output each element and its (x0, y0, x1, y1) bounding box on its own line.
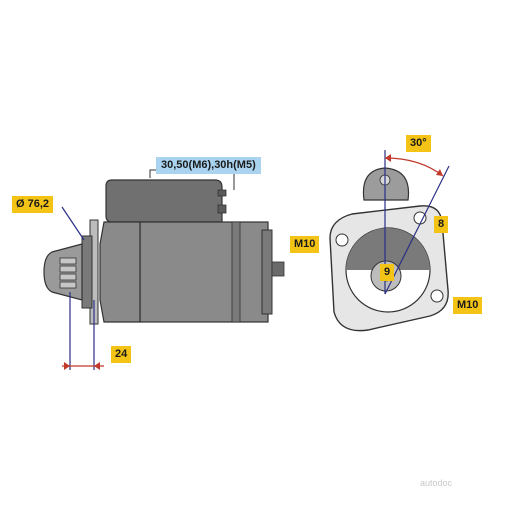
terminal-spec-label: 30,50(M6),30h(M5) (156, 157, 261, 174)
hole-size-label: 8 (434, 216, 449, 233)
motor-body (139, 221, 269, 323)
bolt-hole-left (335, 233, 349, 247)
bore-shadow (346, 228, 430, 270)
rear-stud (271, 261, 285, 277)
solenoid (105, 179, 223, 223)
bolt-hole-top-right (413, 211, 427, 225)
angle-arrow-left (385, 154, 391, 162)
bolt-left-label: M10 (290, 236, 320, 253)
motor-endcap (261, 229, 273, 315)
angle-arrow-right (436, 169, 443, 176)
front-view (329, 150, 450, 332)
motor-band (231, 221, 241, 323)
watermark: autodoc (420, 478, 453, 488)
length-arrow-right (94, 362, 100, 370)
flange-ring (81, 235, 93, 309)
solenoid-terminal-top (217, 189, 227, 197)
length-arrow-left (64, 362, 70, 370)
bolt-hole-bottom-right (430, 289, 444, 303)
angle-axis (384, 165, 450, 295)
drive-housing (99, 221, 141, 323)
side-view (43, 169, 285, 370)
pinion-gear (59, 257, 77, 289)
solenoid-terminal-bottom (217, 204, 227, 214)
diameter-label: Ø 76,2 (12, 196, 54, 213)
teeth-label: 9 (380, 264, 395, 281)
diameter-leader (61, 206, 85, 241)
length-label: 24 (111, 346, 132, 363)
angle-label: 30° (406, 135, 431, 152)
bolt-right-label: M10 (453, 297, 483, 314)
